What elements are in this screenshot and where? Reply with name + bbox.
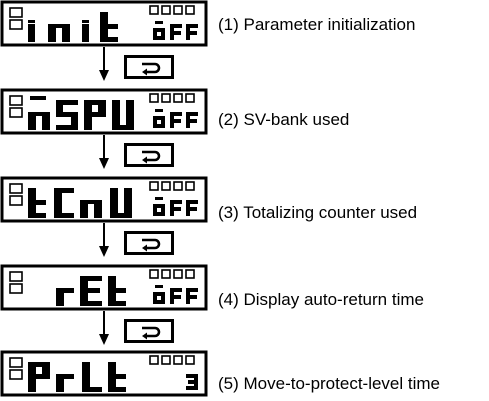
mode-key-icon-3: [124, 231, 174, 255]
display-panel-3: [0, 176, 208, 223]
flow-arrow-3: [99, 223, 109, 257]
display-panel-5: [0, 350, 208, 397]
display-panel-1: [0, 0, 208, 47]
flow-arrow-4: [99, 311, 109, 345]
sub-display-2: [153, 109, 198, 128]
mode-key-icon-2: [124, 143, 174, 167]
sub-display-3: [153, 197, 198, 216]
sub-display-4: [153, 285, 198, 304]
sub-display-1: [153, 21, 198, 40]
sub-display-5: [186, 374, 198, 390]
main-display-4: [56, 276, 126, 306]
mode-key-icon-1: [124, 55, 174, 79]
step-caption-1: (1) Parameter initialization: [218, 15, 415, 34]
step-caption-2: (2) SV-bank used: [218, 110, 349, 129]
flow-arrow-2: [99, 135, 109, 169]
step-caption-3: (3) Totalizing counter used: [218, 203, 417, 222]
step-caption-4: (4) Display auto-return time: [218, 290, 424, 309]
mode-key-icon-4: [124, 319, 174, 343]
display-panel-4: [0, 264, 208, 311]
main-display-3: [28, 188, 132, 218]
display-panel-2: [0, 88, 208, 135]
main-display-5: [28, 362, 126, 392]
main-display-2: [28, 96, 134, 130]
main-display-1: [28, 12, 118, 42]
step-caption-5: (5) Move-to-protect-level time: [218, 374, 440, 393]
flow-arrow-1: [99, 47, 109, 81]
